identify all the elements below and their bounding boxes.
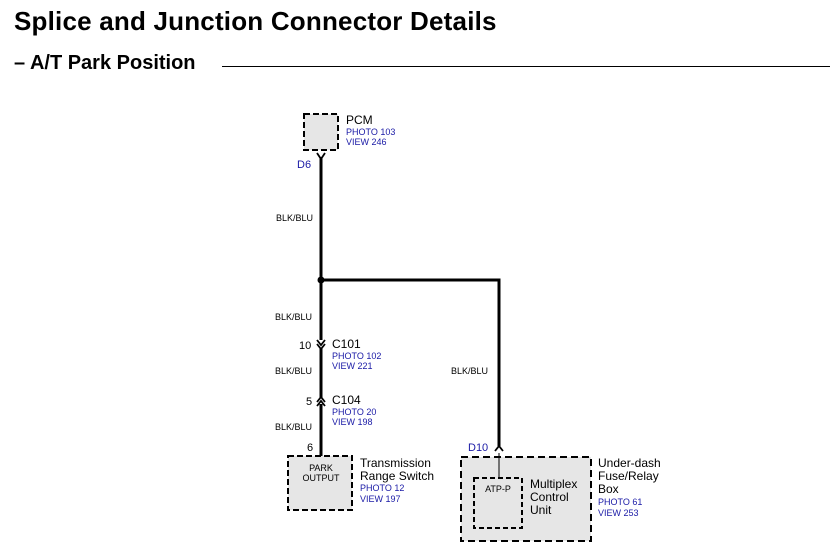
c101-view-ref[interactable]: VIEW 221 xyxy=(332,361,373,371)
trs-photo-ref[interactable]: PHOTO 12 xyxy=(360,483,404,493)
pcm-photo-ref[interactable]: PHOTO 103 xyxy=(346,127,395,137)
pcm-view-ref[interactable]: VIEW 246 xyxy=(346,137,387,147)
trs-inner-line1: PARK xyxy=(309,463,333,473)
c101-photo-ref[interactable]: PHOTO 102 xyxy=(332,351,381,361)
wire-splice-fusebox[interactable] xyxy=(321,278,501,446)
pcm-pin-label: D6 xyxy=(297,159,311,171)
mcu-line1: Multiplex xyxy=(530,477,577,491)
d10-connector-icon xyxy=(494,444,504,452)
trs-name-line2: Range Switch xyxy=(360,469,434,483)
page-subtitle: – A/T Park Position xyxy=(14,52,204,75)
fusebox-name-line1: Under-dash xyxy=(598,456,661,470)
pcm-label: PCM xyxy=(346,113,373,127)
atp-p-pin-label: ATP-P xyxy=(485,484,511,494)
transmission-range-switch-box[interactable] xyxy=(287,455,353,511)
wire-label-mid2: BLK/BLU xyxy=(275,366,312,376)
multiplex-control-unit-box[interactable] xyxy=(473,477,523,529)
c101-pin-label: 10 xyxy=(299,340,311,352)
c104-connector-icon-2 xyxy=(316,399,326,407)
c104-label: C104 xyxy=(332,393,361,407)
mcu-line2: Control xyxy=(530,490,569,504)
c104-connector-icon xyxy=(316,395,326,403)
trs-view-ref[interactable]: VIEW 197 xyxy=(360,494,401,504)
wire-label-right: BLK/BLU xyxy=(451,366,488,376)
c104-pin-label: 5 xyxy=(306,396,312,408)
subtitle-rule xyxy=(222,66,830,67)
fusebox-name-line2: Fuse/Relay xyxy=(598,469,659,483)
trs-inner-line2: OUTPUT xyxy=(303,473,341,483)
subtitle-row: – A/T Park Position xyxy=(14,52,830,78)
fusebox-photo-ref[interactable]: PHOTO 61 xyxy=(598,497,642,507)
mcu-line3: Unit xyxy=(530,503,552,517)
trs-pin-label: 6 xyxy=(307,442,313,454)
wire-label-mid1: BLK/BLU xyxy=(275,312,312,322)
c104-view-ref[interactable]: VIEW 198 xyxy=(332,417,373,427)
trs-name-line1: Transmission xyxy=(360,456,431,470)
pcm-box[interactable] xyxy=(303,113,339,151)
fusebox-name-line3: Box xyxy=(598,482,619,496)
c101-label: C101 xyxy=(332,337,361,351)
c101-connector-icon xyxy=(316,339,326,347)
wire-label-top: BLK/BLU xyxy=(276,213,313,223)
fusebox-pin-label: D10 xyxy=(468,442,488,454)
c104-photo-ref[interactable]: PHOTO 20 xyxy=(332,407,376,417)
fusebox-view-ref[interactable]: VIEW 253 xyxy=(598,508,639,518)
wire-label-bottom: BLK/BLU xyxy=(275,422,312,432)
page-title: Splice and Junction Connector Details xyxy=(14,6,497,36)
